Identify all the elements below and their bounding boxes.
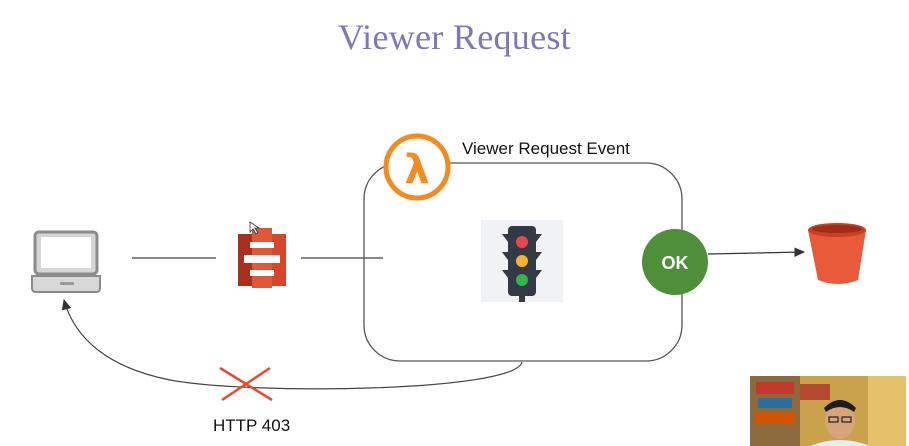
cursor-icon — [249, 221, 261, 235]
ok-status: OK — [642, 229, 708, 295]
event-label: Viewer Request Event — [462, 139, 630, 158]
laptop-icon — [31, 230, 101, 293]
cloudfront-icon — [238, 228, 286, 288]
cross-icon — [219, 366, 273, 402]
svg-text:λ: λ — [404, 147, 429, 193]
link-ok-origin — [707, 247, 806, 257]
lambda-icon: λ — [383, 133, 451, 201]
slide-title: Viewer Request — [338, 17, 571, 57]
error-label: HTTP 403 — [213, 416, 291, 435]
presenter-webcam — [750, 376, 906, 446]
traffic-light-icon — [481, 220, 563, 302]
ok-label: OK — [662, 253, 689, 273]
response-path — [61, 298, 523, 390]
s3-bucket-icon — [808, 223, 866, 284]
